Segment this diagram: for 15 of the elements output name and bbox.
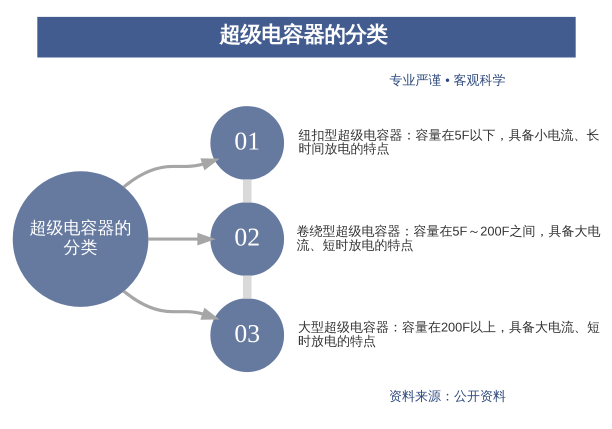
arrow (148, 232, 216, 246)
arrow (122, 158, 220, 188)
connector (242, 179, 251, 203)
node-label: 大型超级电容器：容量在200F以上，具备大电流、短时放电的特点 (297, 320, 600, 348)
arrow (122, 290, 220, 320)
node-circle: 02 (210, 202, 284, 276)
node-label: 纽扣型超级电容器：容量在5F以下，具备小电流、长时间放电的特点 (298, 127, 599, 156)
label: 专业严谨 • 客观科学 (389, 72, 505, 88)
node-circle: 超级电容器的分类 (12, 171, 148, 307)
node-circle: 03 (210, 298, 284, 372)
node-circle: 01 (210, 106, 284, 180)
label: 资料来源：公开资料 (388, 388, 506, 404)
node-label: 卷绕型超级电容器：容量在5F～200F之间，具备大电流、短时放电的特点 (296, 223, 600, 252)
connector (242, 275, 251, 299)
diagram-title: 超级电容器的分类 (218, 22, 387, 46)
